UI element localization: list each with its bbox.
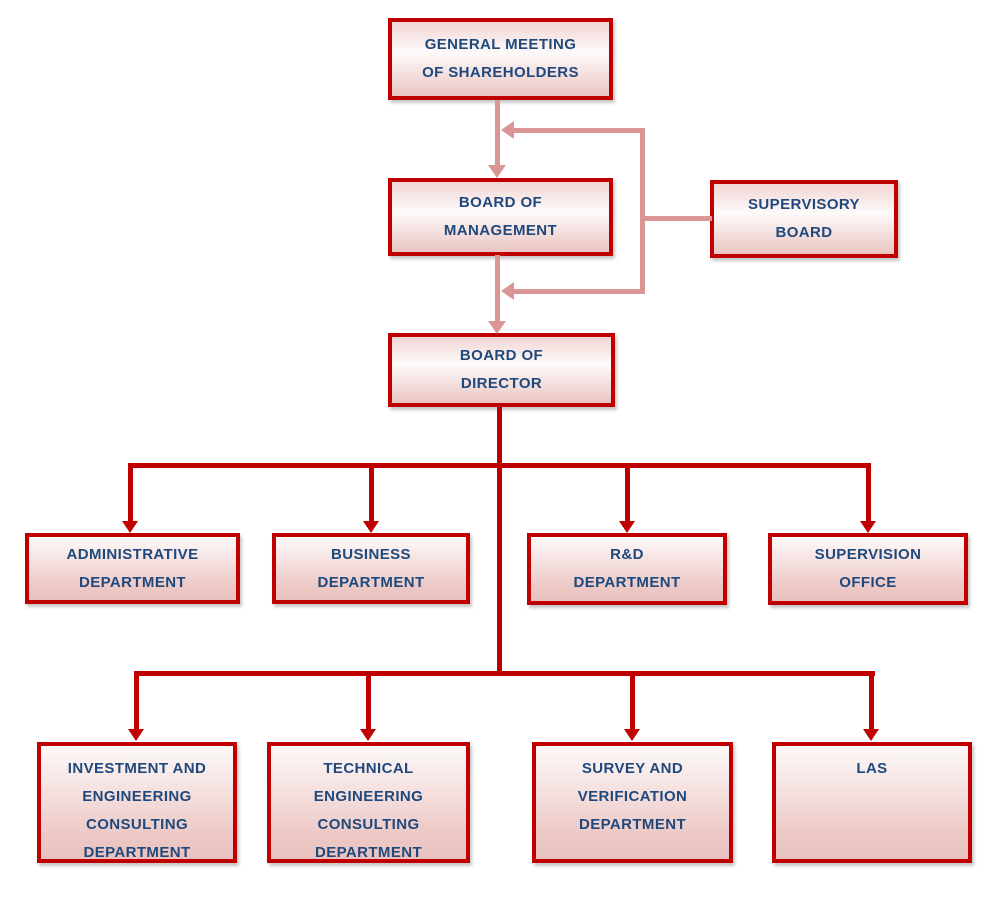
label-line: R&D xyxy=(610,546,644,563)
label-line: VERIFICATION xyxy=(577,788,688,805)
node-las: LAS xyxy=(772,742,972,863)
node-supervisory-board: SUPERVISORY BOARD xyxy=(710,180,898,258)
connector-sb-feedback-top-horizontal xyxy=(510,128,643,133)
connector-bm-to-bd-arrowhead xyxy=(488,321,506,334)
label-line: CONSULTING xyxy=(85,816,189,833)
node-technical-engineering-consulting-department: TECHNICAL ENGINEERING CONSULTING DEPARTM… xyxy=(267,742,470,863)
connector-sb-feedback-bottom-arrowhead xyxy=(501,282,514,300)
node-board-of-director: BOARD OF DIRECTOR xyxy=(388,333,615,407)
connector-rail2-drop-investment xyxy=(134,671,139,730)
node-supervision-office: SUPERVISION OFFICE xyxy=(768,533,968,605)
label-line: OFFICE xyxy=(839,574,897,591)
connector-sb-vertical xyxy=(640,128,645,294)
node-investment-engineering-consulting-department: INVESTMENT AND ENGINEERING CONSULTING DE… xyxy=(37,742,237,863)
connector-rail2-drop-technical xyxy=(366,671,371,730)
label-line: INVESTMENT AND xyxy=(67,760,207,777)
node-rd-department: R&D DEPARTMENT xyxy=(527,533,727,605)
label-line: DEPARTMENT xyxy=(317,573,425,591)
label-line: DEPARTMENT xyxy=(83,844,191,861)
connector-rail2-drop-survey xyxy=(630,671,635,730)
connector-sb-feedback-top-arrowhead xyxy=(501,121,514,139)
connector-gm-to-bm-vertical xyxy=(495,100,500,166)
connector-rail2-arrowhead-investment xyxy=(128,729,144,741)
label-line: BOARD OF xyxy=(459,347,544,364)
connector-rail2-horizontal xyxy=(135,671,875,676)
label-line: DEPARTMENT xyxy=(78,573,187,591)
label-line: BUSINESS xyxy=(331,545,411,563)
connector-rail1-arrowhead-business xyxy=(363,521,379,533)
label-line: BOARD OF xyxy=(458,194,543,211)
label-line: DEPARTMENT xyxy=(573,574,681,591)
label-line: DEPARTMENT xyxy=(578,816,687,833)
connector-rail1-drop-admin xyxy=(128,463,133,523)
label-line: OF SHAREHOLDERS xyxy=(422,64,579,81)
connector-rail2-arrowhead-las xyxy=(863,729,879,741)
label-line: DIRECTOR xyxy=(460,375,543,392)
connector-rail1-drop-supervision xyxy=(866,463,871,523)
connector-rail2-arrowhead-survey xyxy=(624,729,640,741)
connector-rail2-drop-las xyxy=(869,671,874,730)
connector-rail1-drop-business xyxy=(369,463,374,523)
connector-rail1-arrowhead-supervision xyxy=(860,521,876,533)
connector-bm-to-bd-vertical xyxy=(495,255,500,322)
node-business-department: BUSINESS DEPARTMENT xyxy=(272,533,470,604)
connector-rail1-horizontal xyxy=(128,463,871,468)
label-line: ADMINISTRATIVE xyxy=(66,545,199,563)
label-line: CONSULTING xyxy=(317,816,420,833)
label-line: DEPARTMENT xyxy=(314,844,423,861)
label-line: TECHNICAL xyxy=(323,760,414,777)
connector-rail1-arrowhead-rd xyxy=(619,521,635,533)
label-line: MANAGEMENT xyxy=(443,222,558,239)
label-line: LAS xyxy=(856,760,888,777)
label-line: SUPERVISION xyxy=(814,546,922,563)
label-line: SURVEY AND xyxy=(581,760,684,777)
connector-sb-feedback-bottom-horizontal xyxy=(510,289,643,294)
node-administrative-department: ADMINISTRATIVE DEPARTMENT xyxy=(25,533,240,604)
connector-gm-to-bm-arrowhead xyxy=(488,165,506,178)
label-line: ENGINEERING xyxy=(313,788,424,805)
label-line: SUPERVISORY xyxy=(748,196,860,213)
node-general-meeting-of-shareholders: GENERAL MEETING OF SHAREHOLDERS xyxy=(388,18,613,100)
label-line: GENERAL MEETING xyxy=(424,36,577,53)
connector-rail1-arrowhead-admin xyxy=(122,521,138,533)
label-line: BOARD xyxy=(775,224,833,241)
label-line: ENGINEERING xyxy=(82,788,192,805)
node-board-of-management: BOARD OF MANAGEMENT xyxy=(388,178,613,256)
node-survey-verification-department: SURVEY AND VERIFICATION DEPARTMENT xyxy=(532,742,733,863)
connector-sb-stub-horizontal xyxy=(642,216,712,221)
connector-bd-trunk-vertical xyxy=(497,405,502,676)
connector-rail1-drop-rd xyxy=(625,463,630,523)
connector-rail2-arrowhead-technical xyxy=(360,729,376,741)
